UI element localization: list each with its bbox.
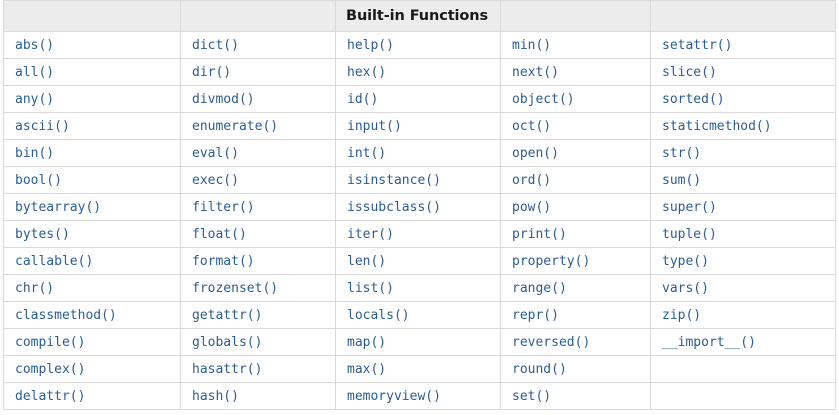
- function-cell[interactable]: abs(): [3, 31, 181, 59]
- table-row: abs()dict()help()min()setattr(): [3, 31, 836, 59]
- function-cell[interactable]: memoryview(): [335, 382, 501, 410]
- function-cell[interactable]: setattr(): [650, 31, 836, 59]
- function-cell[interactable]: sum(): [650, 166, 836, 194]
- function-cell[interactable]: float(): [180, 220, 336, 248]
- function-cell[interactable]: slice(): [650, 58, 836, 86]
- table-row: classmethod()getattr()locals()repr()zip(…: [3, 301, 836, 329]
- table-row: bin()eval()int()open()str(): [3, 139, 836, 167]
- function-cell[interactable]: eval(): [180, 139, 336, 167]
- function-cell[interactable]: type(): [650, 247, 836, 275]
- function-cell[interactable]: delattr(): [3, 382, 181, 410]
- table-row: complex()hasattr()max()round(): [3, 355, 836, 383]
- function-cell[interactable]: property(): [500, 247, 651, 275]
- function-cell[interactable]: vars(): [650, 274, 836, 302]
- function-cell[interactable]: repr(): [500, 301, 651, 329]
- function-cell[interactable]: exec(): [180, 166, 336, 194]
- function-cell[interactable]: help(): [335, 31, 501, 59]
- function-cell[interactable]: round(): [500, 355, 651, 383]
- builtin-functions-table: Built-in Functions abs()dict()help()min(…: [3, 0, 836, 410]
- function-cell[interactable]: min(): [500, 31, 651, 59]
- function-cell[interactable]: pow(): [500, 193, 651, 221]
- function-cell[interactable]: int(): [335, 139, 501, 167]
- table-row: bool()exec()isinstance()ord()sum(): [3, 166, 836, 194]
- table-header-cell-empty-2: [180, 0, 336, 32]
- table-row: ascii()enumerate()input()oct()staticmeth…: [3, 112, 836, 140]
- function-cell[interactable]: str(): [650, 139, 836, 167]
- function-cell[interactable]: bin(): [3, 139, 181, 167]
- function-cell[interactable]: locals(): [335, 301, 501, 329]
- function-cell[interactable]: bytearray(): [3, 193, 181, 221]
- table-row: compile()globals()map()reversed()__impor…: [3, 328, 836, 356]
- function-cell[interactable]: callable(): [3, 247, 181, 275]
- function-cell[interactable]: classmethod(): [3, 301, 181, 329]
- table-header: Built-in Functions: [3, 0, 836, 32]
- function-cell[interactable]: sorted(): [650, 85, 836, 113]
- function-cell[interactable]: reversed(): [500, 328, 651, 356]
- function-cell[interactable]: compile(): [3, 328, 181, 356]
- function-cell[interactable]: complex(): [3, 355, 181, 383]
- function-cell[interactable]: globals(): [180, 328, 336, 356]
- empty-cell: [650, 355, 836, 383]
- table-row: bytes()float()iter()print()tuple(): [3, 220, 836, 248]
- table-header-cell-empty-1: [3, 0, 181, 32]
- table-row: all()dir()hex()next()slice(): [3, 58, 836, 86]
- function-cell[interactable]: chr(): [3, 274, 181, 302]
- table-header-cell-empty-4: [500, 0, 651, 32]
- function-cell[interactable]: open(): [500, 139, 651, 167]
- table-row: any()divmod()id()object()sorted(): [3, 85, 836, 113]
- function-cell[interactable]: next(): [500, 58, 651, 86]
- function-cell[interactable]: len(): [335, 247, 501, 275]
- function-cell[interactable]: frozenset(): [180, 274, 336, 302]
- function-cell[interactable]: staticmethod(): [650, 112, 836, 140]
- table-row: chr()frozenset()list()range()vars(): [3, 274, 836, 302]
- function-cell[interactable]: max(): [335, 355, 501, 383]
- table-title-header: Built-in Functions: [335, 0, 501, 32]
- function-cell[interactable]: hash(): [180, 382, 336, 410]
- function-cell[interactable]: iter(): [335, 220, 501, 248]
- table-body: abs()dict()help()min()setattr()all()dir(…: [3, 31, 836, 410]
- function-cell[interactable]: hex(): [335, 58, 501, 86]
- function-cell[interactable]: range(): [500, 274, 651, 302]
- empty-cell: [650, 382, 836, 410]
- function-cell[interactable]: getattr(): [180, 301, 336, 329]
- function-cell[interactable]: object(): [500, 85, 651, 113]
- function-cell[interactable]: ascii(): [3, 112, 181, 140]
- function-cell[interactable]: tuple(): [650, 220, 836, 248]
- table-header-row: Built-in Functions: [3, 0, 836, 32]
- function-cell[interactable]: oct(): [500, 112, 651, 140]
- table-row: delattr()hash()memoryview()set(): [3, 382, 836, 410]
- function-cell[interactable]: super(): [650, 193, 836, 221]
- table-row: bytearray()filter()issubclass()pow()supe…: [3, 193, 836, 221]
- function-cell[interactable]: __import__(): [650, 328, 836, 356]
- function-cell[interactable]: filter(): [180, 193, 336, 221]
- function-cell[interactable]: format(): [180, 247, 336, 275]
- function-cell[interactable]: set(): [500, 382, 651, 410]
- function-cell[interactable]: isinstance(): [335, 166, 501, 194]
- function-cell[interactable]: list(): [335, 274, 501, 302]
- table-row: callable()format()len()property()type(): [3, 247, 836, 275]
- function-cell[interactable]: bool(): [3, 166, 181, 194]
- function-cell[interactable]: divmod(): [180, 85, 336, 113]
- function-cell[interactable]: dict(): [180, 31, 336, 59]
- function-cell[interactable]: enumerate(): [180, 112, 336, 140]
- function-cell[interactable]: ord(): [500, 166, 651, 194]
- table-header-cell-empty-5: [650, 0, 836, 32]
- function-cell[interactable]: id(): [335, 85, 501, 113]
- function-cell[interactable]: map(): [335, 328, 501, 356]
- function-cell[interactable]: hasattr(): [180, 355, 336, 383]
- function-cell[interactable]: input(): [335, 112, 501, 140]
- function-cell[interactable]: issubclass(): [335, 193, 501, 221]
- function-cell[interactable]: dir(): [180, 58, 336, 86]
- function-cell[interactable]: bytes(): [3, 220, 181, 248]
- function-cell[interactable]: all(): [3, 58, 181, 86]
- function-cell[interactable]: print(): [500, 220, 651, 248]
- function-cell[interactable]: zip(): [650, 301, 836, 329]
- function-cell[interactable]: any(): [3, 85, 181, 113]
